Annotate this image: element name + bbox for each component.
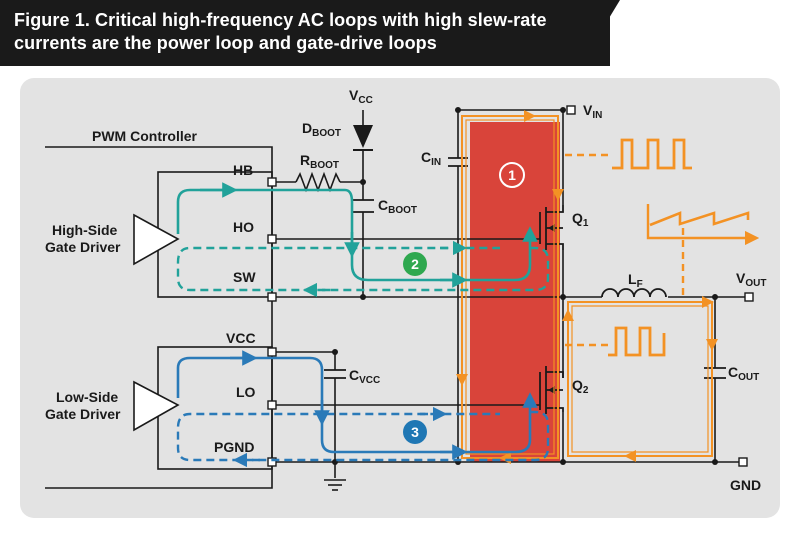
vcc-pin-label: VCC xyxy=(226,330,256,346)
low-side-waveform xyxy=(608,326,666,357)
high-side-driver-label-2: Gate Driver xyxy=(45,239,121,255)
pin-markers xyxy=(267,105,754,467)
q1-label: Q1 xyxy=(572,210,589,229)
hb-pin-label: HB xyxy=(233,162,253,178)
pwm-controller-label: PWM Controller xyxy=(92,128,198,144)
low-side-return-loop xyxy=(176,406,550,468)
low-side-driver-label-1: Low-Side xyxy=(56,389,118,405)
lf-inductor xyxy=(601,288,667,298)
loop-badge-2-label: 2 xyxy=(411,256,419,272)
sw-node-waveform xyxy=(612,138,692,170)
gnd-label: GND xyxy=(730,477,761,493)
loop-badge-1-label: 1 xyxy=(508,167,516,183)
low-side-gate-loop xyxy=(176,350,538,460)
figure-title-line-1: Figure 1. Critical high-frequency AC loo… xyxy=(14,10,547,30)
figure-title-line-2: currents are the power loop and gate-dri… xyxy=(14,33,437,53)
low-side-driver-label-2: Gate Driver xyxy=(45,406,121,422)
figure-title: Figure 1. Critical high-frequency AC loo… xyxy=(14,9,604,55)
high-side-driver-triangle xyxy=(133,213,180,266)
rboot-label: RBOOT xyxy=(300,152,339,171)
loop-badge-3: 3 xyxy=(403,420,427,444)
high-side-return-loop xyxy=(176,240,550,298)
cin-label: CIN xyxy=(421,149,441,168)
inductor-current-waveform xyxy=(646,204,760,246)
ho-pin-label: HO xyxy=(233,219,254,235)
vcc-supply-label: VCC xyxy=(349,87,373,106)
dboot-label: DBOOT xyxy=(302,120,341,139)
q2-label: Q2 xyxy=(572,377,589,396)
loop-badge-3-label: 3 xyxy=(411,424,419,440)
loop-badge-2: 2 xyxy=(403,252,427,276)
figure-header-tab xyxy=(580,0,620,66)
cboot-label: CBOOT xyxy=(378,197,417,216)
pgnd-pin-label: PGND xyxy=(214,439,254,455)
lo-pin-label: LO xyxy=(236,384,256,400)
waveform-leaders xyxy=(565,153,685,347)
figure-header xyxy=(0,0,610,66)
junction-dots xyxy=(332,107,718,465)
dboot-diode xyxy=(353,125,373,151)
vout-label: VOUT xyxy=(736,270,766,289)
high-side-driver-label-1: High-Side xyxy=(52,222,118,238)
vin-label: VIN xyxy=(583,102,602,121)
lf-label: LF xyxy=(628,271,643,290)
high-side-gate-loop xyxy=(176,182,538,288)
cout-label: COUT xyxy=(728,364,759,383)
low-side-driver-triangle xyxy=(133,380,180,432)
sw-pin-label: SW xyxy=(233,269,256,285)
diagram-panel xyxy=(20,78,780,518)
loop-badge-1: 1 xyxy=(499,162,525,188)
cvcc-label: CVCC xyxy=(349,367,380,386)
